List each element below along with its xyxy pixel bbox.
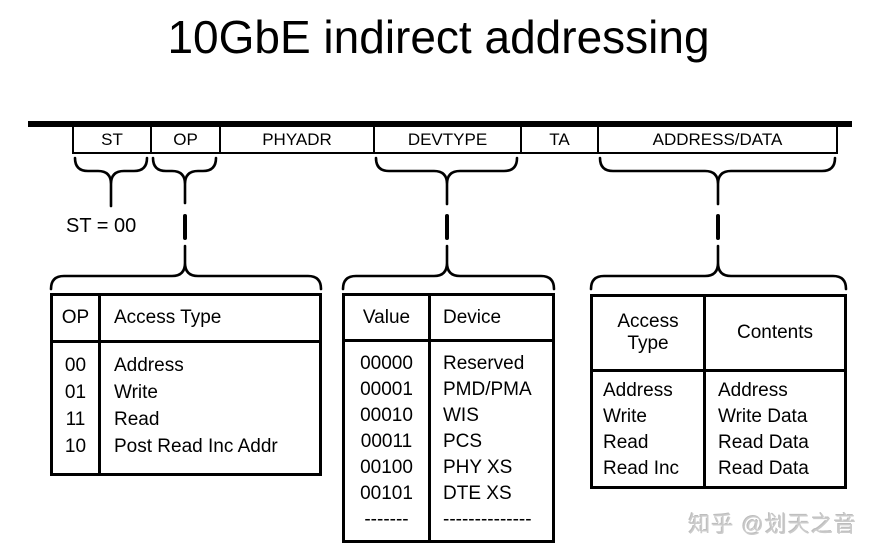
table-cell: 00000: [360, 353, 413, 374]
device-column: Reserved PMD/PMA WIS PCS PHY XS DTE XS -…: [428, 342, 552, 540]
op-code-column: 00 01 11 10: [53, 343, 98, 473]
devtype-table-brace: [341, 244, 556, 291]
table-cell: PMD/PMA: [443, 379, 532, 400]
table-cell: Read Inc: [603, 458, 680, 479]
table-cell: 01: [64, 382, 87, 403]
frame-field-devtype: DEVTYPE: [373, 127, 520, 152]
column-header: Contents: [703, 297, 844, 369]
table-cell: Read Data: [718, 458, 809, 479]
mdio-frame-row: ST OP PHYADR DEVTYPE TA ADDRESS/DATA: [72, 125, 838, 154]
table-cell: 10: [64, 436, 87, 457]
st-field-brace: [73, 156, 149, 208]
table-cell: Post Read Inc Addr: [114, 436, 278, 457]
table-body: Address Write Read Read Inc Address Writ…: [593, 372, 844, 486]
table-cell: Read Data: [718, 432, 809, 453]
table-cell: PCS: [443, 431, 483, 452]
page-title: 10GbE indirect addressing: [167, 11, 710, 63]
table-cell: Address: [114, 355, 184, 376]
column-header: Access Type: [98, 296, 319, 340]
addressdata-field-brace: [598, 156, 837, 206]
contents-column: Address Write Data Read Data Read Data: [703, 372, 844, 486]
table-cell: Read: [114, 409, 160, 430]
frame-field-op: OP: [150, 127, 219, 152]
table-cell: Address: [603, 380, 673, 401]
frame-field-addrdata: ADDRESS/DATA: [597, 127, 836, 152]
table-cell: -------: [364, 509, 409, 530]
table-header-row: OP Access Type: [53, 296, 319, 343]
table-header-row: Value Device: [345, 296, 552, 342]
table-cell: 00011: [360, 431, 413, 452]
access-type-column: Address Write Read Read Inc: [593, 372, 703, 486]
devtype-field-brace: [374, 156, 519, 206]
column-header: Device: [428, 296, 552, 339]
table-cell: 00: [64, 355, 87, 376]
access-type-column: Address Write Read Post Read Inc Addr: [98, 343, 319, 473]
op-table-brace: [49, 244, 323, 291]
frame-field-ta: TA: [520, 127, 597, 152]
frame-field-phyadr: PHYADR: [219, 127, 373, 152]
watermark: 知乎 @划天之音: [688, 512, 857, 537]
table-cell: --------------: [443, 509, 532, 530]
column-header: OP: [61, 307, 90, 328]
table-cell: 11: [65, 409, 86, 430]
table-cell: 00001: [360, 379, 413, 400]
table-body: 00000 00001 00010 00011 00100 00101 ----…: [345, 342, 552, 540]
frame-field-st: ST: [101, 129, 123, 149]
table-cell: DTE XS: [443, 483, 512, 504]
table-body: 00 01 11 10 Address Write Read Post Read…: [53, 343, 319, 473]
table-cell: WIS: [443, 405, 479, 426]
table-cell: Address: [718, 380, 788, 401]
table-cell: Reserved: [443, 353, 525, 374]
addrdata-table-brace: [589, 244, 848, 291]
table-cell: Read: [603, 432, 649, 453]
column-header: Access Type: [617, 311, 679, 354]
devtype-value-table: Value Device 00000 00001 00010 00011 001…: [342, 293, 555, 543]
table-cell: Write Data: [718, 406, 808, 427]
op-field-brace: [151, 156, 218, 205]
table-cell: Write: [603, 406, 647, 427]
op-access-type-table: OP Access Type 00 01 11 10 Address Write…: [50, 293, 322, 476]
table-cell: Write: [114, 382, 158, 403]
value-column: 00000 00001 00010 00011 00100 00101 ----…: [345, 342, 428, 540]
table-cell: PHY XS: [443, 457, 513, 478]
access-contents-table: Access Type Contents Address Write Read …: [590, 294, 847, 489]
st-value-label: ST = 00: [66, 215, 137, 237]
table-cell: 00101: [360, 483, 413, 504]
column-header: Value: [362, 306, 411, 328]
frame-bus-line: [28, 121, 852, 127]
table-cell: 00100: [360, 457, 413, 478]
table-cell: 00010: [360, 405, 413, 426]
table-header-row: Access Type Contents: [593, 297, 844, 372]
